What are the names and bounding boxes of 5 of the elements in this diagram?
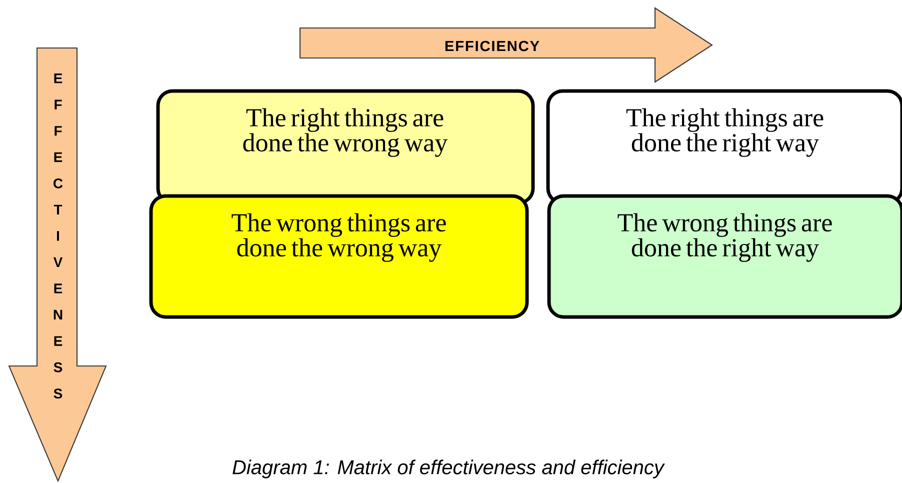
rounded-box: The right things are done the right way [546, 89, 902, 205]
rounded-box: The wrong things are done the wrong way [149, 194, 529, 319]
rounded-box: The wrong things are done the right way [547, 194, 902, 319]
rounded-box: The right things are done the wrong way [156, 89, 535, 205]
caption: Diagram 1: Matrix of effectiveness and efficiency [232, 460, 665, 478]
